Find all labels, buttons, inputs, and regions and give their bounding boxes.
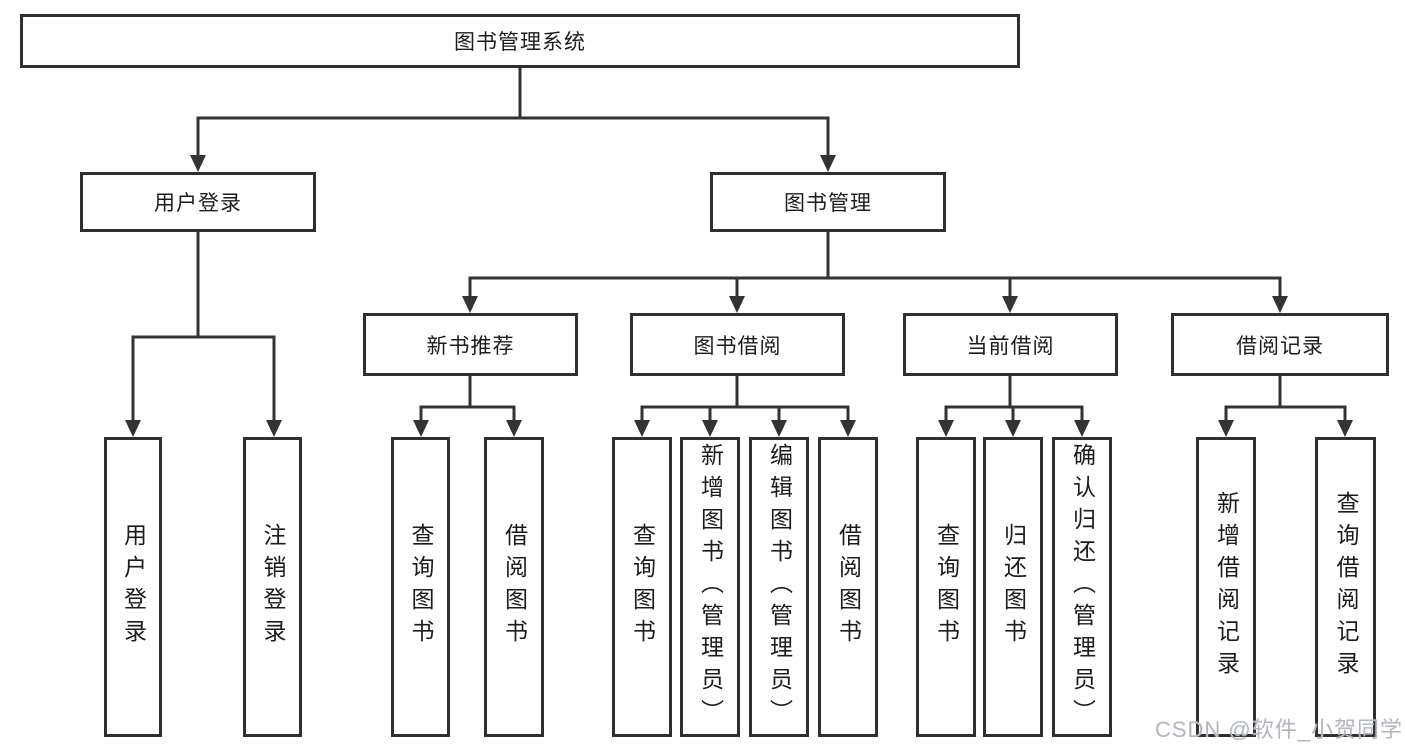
node-loan-records: 借阅记录 bbox=[1171, 313, 1389, 376]
arrow-down-icon bbox=[702, 420, 718, 437]
leaf-user-login-label: 用户登录 bbox=[120, 523, 147, 651]
leaf-user-login: 用户登录 bbox=[104, 437, 162, 737]
node-user-login: 用户登录 bbox=[80, 172, 316, 232]
arrow-down-icon bbox=[1218, 420, 1234, 437]
leaf-add-book-admin-label: 新增图书（管理员） bbox=[697, 443, 724, 731]
leaf-query-loan-record-label: 查询借阅记录 bbox=[1333, 491, 1359, 683]
node-book-management: 图书管理 bbox=[710, 172, 946, 232]
node-loan-records-label: 借阅记录 bbox=[1236, 334, 1324, 358]
arrow-down-icon bbox=[771, 420, 787, 437]
node-book-management-label: 图书管理 bbox=[784, 192, 872, 215]
leaf-add-loan-record: 新增借阅记录 bbox=[1196, 437, 1256, 737]
leaf-edit-book-admin: 编辑图书（管理员） bbox=[749, 437, 809, 737]
arrow-down-icon bbox=[729, 296, 745, 313]
arrow-down-icon bbox=[125, 420, 141, 437]
leaf-confirm-return-admin-label: 确认归还（管理员） bbox=[1069, 443, 1096, 731]
leaf-borrow-books-1-label: 借阅图书 bbox=[501, 523, 528, 651]
leaf-borrow-books-1: 借阅图书 bbox=[484, 437, 544, 737]
leaf-return-book-label: 归还图书 bbox=[1000, 523, 1027, 651]
arrow-down-icon bbox=[1074, 420, 1090, 437]
arrow-down-icon bbox=[820, 155, 836, 172]
arrow-down-icon bbox=[634, 420, 650, 437]
leaf-query-books-2-label: 查询图书 bbox=[629, 523, 656, 651]
arrow-down-icon bbox=[1002, 296, 1018, 313]
arrow-down-icon bbox=[506, 420, 522, 437]
node-new-book-recommend-label: 新书推荐 bbox=[426, 334, 515, 358]
connector-current-loans bbox=[944, 376, 1084, 422]
leaf-query-books-1: 查询图书 bbox=[391, 437, 450, 737]
leaf-query-books-3: 查询图书 bbox=[916, 437, 976, 737]
leaf-add-book-admin: 新增图书（管理员） bbox=[680, 437, 740, 737]
leaf-confirm-return-admin: 确认归还（管理员） bbox=[1052, 437, 1112, 737]
node-book-borrowing: 图书借阅 bbox=[630, 313, 845, 376]
node-current-loans: 当前借阅 bbox=[903, 313, 1118, 376]
arrow-down-icon bbox=[1337, 420, 1353, 437]
leaf-add-loan-record-label: 新增借阅记录 bbox=[1213, 491, 1240, 683]
arrowheads bbox=[125, 155, 1353, 437]
arrow-down-icon bbox=[190, 155, 206, 172]
connector-loan-records bbox=[1224, 376, 1347, 422]
arrow-down-icon bbox=[938, 420, 954, 437]
leaf-logout: 注销登录 bbox=[243, 437, 302, 737]
leaf-query-loan-record: 查询借阅记录 bbox=[1315, 437, 1376, 737]
leaf-borrow-books-2: 借阅图书 bbox=[818, 437, 878, 737]
leaf-query-books-1-label: 查询图书 bbox=[408, 523, 434, 651]
connector-user-login bbox=[131, 232, 276, 422]
connector-new-books bbox=[419, 376, 516, 422]
connector-root bbox=[196, 68, 830, 157]
csdn-watermark: CSDN @软件_小贺同学 bbox=[1154, 717, 1403, 742]
leaf-query-books-3-label: 查询图书 bbox=[933, 523, 960, 651]
leaf-edit-book-admin-label: 编辑图书（管理员） bbox=[766, 443, 793, 731]
node-user-login-label: 用户登录 bbox=[154, 192, 242, 215]
arrow-down-icon bbox=[1005, 420, 1021, 437]
arrow-down-icon bbox=[840, 420, 856, 437]
leaf-logout-label: 注销登录 bbox=[260, 523, 286, 651]
arrow-down-icon bbox=[413, 420, 429, 437]
node-root-label: 图书管理系统 bbox=[454, 31, 586, 54]
arrow-down-icon bbox=[462, 296, 478, 313]
arrow-down-icon bbox=[266, 420, 282, 437]
node-root: 图书管理系统 bbox=[20, 14, 1020, 68]
leaf-query-books-2: 查询图书 bbox=[612, 437, 672, 737]
leaf-borrow-books-2-label: 借阅图书 bbox=[835, 523, 862, 651]
node-book-borrowing-label: 图书借阅 bbox=[693, 334, 782, 358]
node-new-book-recommend: 新书推荐 bbox=[363, 313, 578, 376]
connector-borrowing bbox=[640, 376, 850, 422]
connector-lines bbox=[131, 68, 1347, 422]
connector-book-mgmt bbox=[468, 232, 1282, 298]
arrow-down-icon bbox=[1272, 296, 1288, 313]
leaf-return-book: 归还图书 bbox=[983, 437, 1043, 737]
node-current-loans-label: 当前借阅 bbox=[966, 334, 1055, 358]
